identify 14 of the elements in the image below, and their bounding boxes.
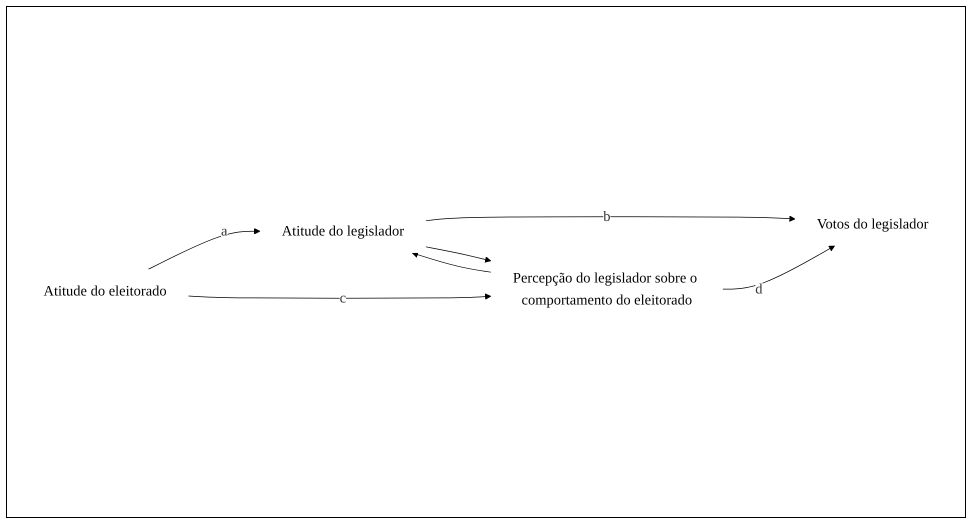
edge-label: d [755,281,763,298]
node-text: Atitude do legislador [282,223,404,240]
edge-label: a [220,223,228,240]
edge-label: b [603,208,610,225]
arrow [188,293,492,300]
arrow [148,228,260,270]
node-text: Percepção do legislador sobre o comportamento do eleitorado [512,270,698,308]
arrow [722,245,836,290]
arrow [425,215,796,222]
node-text: Votos do legislador [816,216,928,232]
node-text: Atitude do eleitorado [44,283,167,299]
arrow [425,246,492,263]
edge-label: c [340,290,346,306]
arrow [412,252,492,273]
